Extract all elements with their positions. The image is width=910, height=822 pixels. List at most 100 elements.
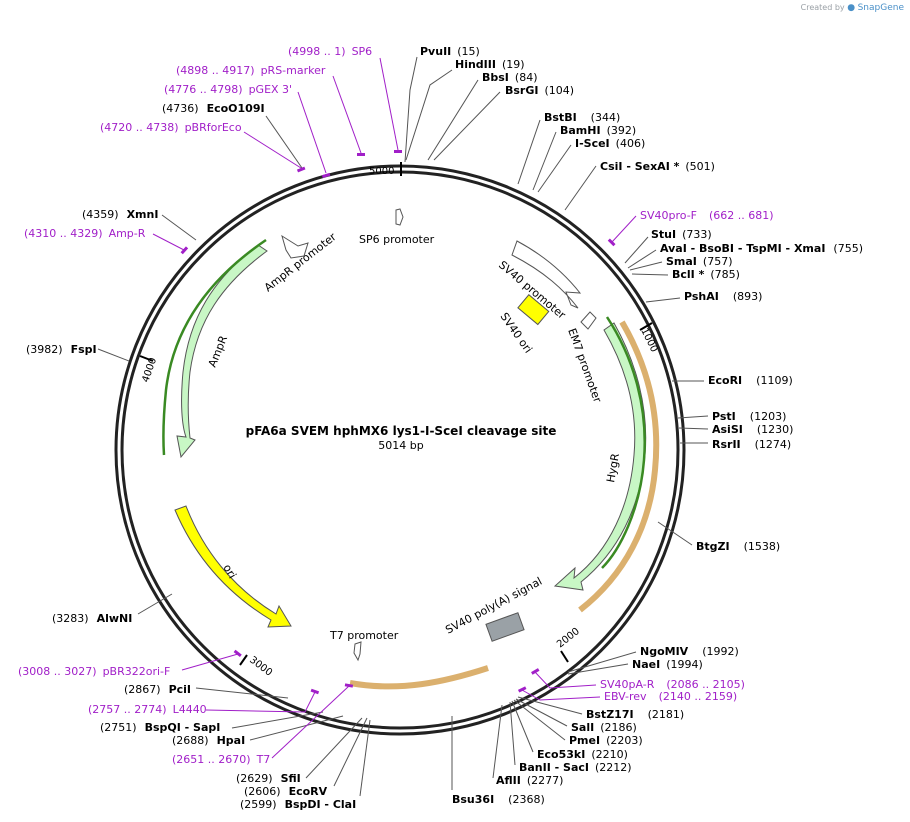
site-rsrii[interactable]: RsrII(1274) [712,438,791,451]
t7-promoter-arrow[interactable] [353,641,362,662]
restriction-sites: PvuII(15) HindIII(19) BbsI(84) BsrGI(104… [26,45,863,811]
hygr-arrow[interactable] [553,322,647,591]
site-bstz17i[interactable]: BstZ17I(2181) [586,708,684,721]
site-banii[interactable]: BanII - SacI(2212) [519,761,632,774]
primer-ebv-rev[interactable]: EBV-rev(2140 .. 2159) [604,690,737,703]
sv40-promoter-arrow[interactable] [511,240,582,309]
site-btgzi[interactable]: BtgZI(1538) [696,540,780,553]
primer-sv40pa-r[interactable]: SV40pA-R(2086 .. 2105) [600,678,745,691]
site-line-asisi [678,427,709,430]
ampr-promoter-label: AmpR promoter [262,230,339,294]
site-pcii[interactable]: (2867)PciI [124,683,191,696]
sp6-promoter-arrow[interactable] [395,208,404,226]
tick-label-5000: 5000 [369,166,394,177]
site-hpai[interactable]: (2688)HpaI [172,734,245,747]
primer-t7[interactable]: (2651 .. 2670)T7 [172,753,270,766]
site-bstbi[interactable]: BstBI(344) [544,111,620,124]
hygr-orange-track [578,320,660,613]
em7-promoter-arrow[interactable] [580,311,597,330]
sv40-ori-box[interactable] [517,294,550,326]
site-hindiii[interactable]: HindIII(19) [455,58,525,71]
ampr-arrow[interactable] [176,244,268,459]
site-stui[interactable]: StuI(733) [651,228,712,241]
site-psti[interactable]: PstI(1203) [712,410,786,423]
primer-mark-l4440 [310,688,320,695]
tick-1000 [639,322,653,331]
site-bamhi[interactable]: BamHI(392) [560,124,636,137]
site-ecori[interactable]: EcoRI(1109) [708,374,793,387]
features: SP6 promoter SV40 promoter SV40 ori EM7 … [162,208,660,690]
ampr-label: AmpR [206,333,230,369]
site-line-bbsi [427,79,479,161]
site-line-sfii [305,717,363,779]
primer-prs-marker[interactable]: (4898 .. 4917)pRS-marker [176,64,326,77]
site-eco53ki[interactable]: Eco53kI(2210) [537,748,628,761]
site-ecoo109i[interactable]: (4736)EcoO109I [162,102,265,115]
primer-mark-sp6 [394,150,402,153]
primer-pbrforeco[interactable]: (4720 .. 4738)pBRforEco [100,121,242,134]
primer-l4440[interactable]: (2757 .. 2774)L4440 [88,703,207,716]
site-line-bstbi [517,119,541,185]
primer-mark-pbrforeco [296,166,306,173]
site-fspi[interactable]: (3982)FspI [26,343,97,356]
site-line-psti [677,415,709,419]
site-asisi[interactable]: AsiSI(1230) [712,423,793,436]
site-avai[interactable]: AvaI - BsoBI - TspMI - XmaI(755) [660,242,863,255]
site-smai[interactable]: SmaI(757) [666,255,733,268]
site-line-stui [624,236,649,264]
site-ngomiv[interactable]: NgoMIV(1992) [640,645,739,658]
site-line-pmei [513,699,566,741]
primer-line-pbr322ori-f [181,653,239,671]
sv40-polya-box[interactable] [485,612,525,642]
primer-line-pbrforeco [243,131,302,169]
site-line-bcli [631,273,669,276]
site-alwni[interactable]: (3283)AlwNI [52,612,132,625]
site-i-scei[interactable]: I-SceI(406) [575,137,645,150]
primer-line-sv40pa-r [534,671,597,689]
primer-sv40pro-f[interactable]: SV40pro-F(662 .. 681) [640,209,774,222]
primer-mark-ebv-rev [517,686,527,693]
plasmid-name: pFA6a SVEM hphMX6 lys1-I-SceI cleavage s… [246,424,557,438]
site-line-naei [567,663,629,675]
site-naei[interactable]: NaeI(1994) [632,658,703,671]
site-xmni[interactable]: (4359)XmnI [82,208,158,221]
site-bspdi[interactable]: (2599)BspDI - ClaI [240,798,356,811]
primer-line-prs-marker [332,75,362,154]
primer-pgex[interactable]: (4776 .. 4798)pGEX 3' [164,83,292,96]
primer-line-l4440 [205,691,316,713]
site-bspqi[interactable]: (2751)BspQI - SapI [100,721,220,734]
ampr-promoter-arrow[interactable] [281,234,309,259]
primer-line-t7 [271,685,350,759]
site-sfii[interactable]: (2629)SfiI [236,772,301,785]
ori-arrow[interactable] [174,505,292,628]
primer-mark-pbr322ori-f [233,649,242,658]
primer-mark-prs-marker [357,153,365,156]
site-bcli[interactable]: BclI *(785) [672,268,740,281]
hygr-label: HygR [604,452,622,484]
site-bbsi[interactable]: BbsI(84) [482,71,538,84]
site-pshai[interactable]: PshAI(893) [684,290,762,303]
site-ecorv[interactable]: (2606)EcoRV [244,785,328,798]
site-sali[interactable]: SalI(2186) [571,721,637,734]
tick-2000 [560,650,569,663]
em7-promoter-label: EM7 promoter [565,327,604,405]
t7-orange-track [349,665,489,690]
site-line-fspi [97,348,130,362]
primer-sp6[interactable]: (4998 .. 1)SP6 [288,45,372,58]
site-line-bspdi [359,719,371,797]
primer-line-pgex [297,91,327,174]
site-csii[interactable]: CsiI - SexAI *(501) [600,160,715,173]
site-pmei[interactable]: PmeI(2203) [569,734,643,747]
site-line-banii [509,701,516,766]
hygr-green-track [601,316,646,569]
site-aflii[interactable]: AflII(2277) [496,774,563,787]
primer-pbr322ori-f[interactable]: (3008 .. 3027)pBR322ori-F [18,665,170,678]
site-bsu36i[interactable]: Bsu36I(2368) [452,793,545,806]
primer-line-ebv-rev [521,689,601,701]
site-bsrgi[interactable]: BsrGI(104) [505,84,574,97]
site-pvuii[interactable]: PvuII(15) [420,45,480,58]
site-line-csii [564,165,597,211]
primer-amp-r[interactable]: (4310 .. 4329)Amp-R [24,227,146,240]
site-line-ngomiv [567,651,637,673]
site-line-avai [627,249,657,269]
